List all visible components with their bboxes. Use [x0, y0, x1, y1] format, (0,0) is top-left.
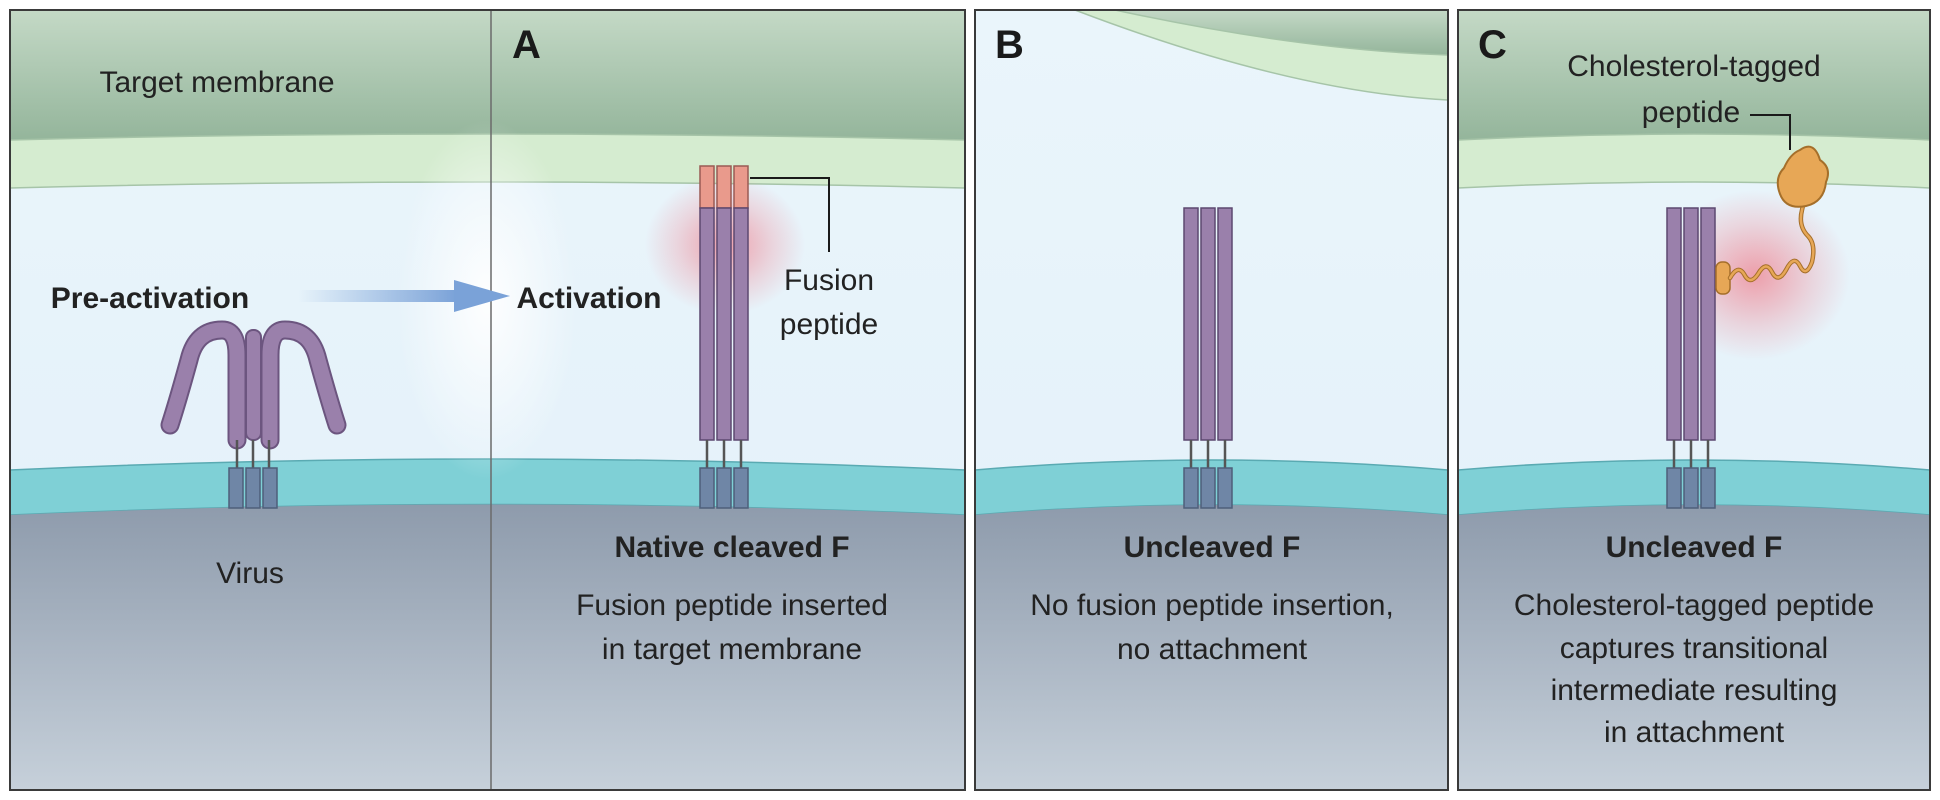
panel-c: C Cholesterol-tagged peptide Uncleaved F…: [1458, 10, 1930, 790]
panel-pre-activation-and-a: Target membrane Pre-activation Virus A A…: [10, 10, 965, 790]
panel-c-border: [1457, 9, 1931, 791]
panel-b-caption-line1: No fusion peptide insertion,: [1030, 589, 1394, 622]
activation-arrow: [298, 280, 510, 312]
panel-b: B Uncleaved F No fusion peptide insertio…: [975, 10, 1448, 790]
uncleaved-f-protein-c: [1666, 207, 1716, 509]
cholesterol-tagged-peptide: [1715, 145, 1829, 295]
target-membrane: [1458, 10, 1930, 140]
target-membrane: [1115, 10, 1448, 55]
fusion-peptide-label-line2: peptide: [780, 308, 878, 341]
target-membrane-band: [1458, 133, 1930, 189]
virus-body: [975, 505, 1448, 790]
fusion-peptide-leader: [750, 177, 830, 252]
panel-b-title: Uncleaved F: [1124, 531, 1301, 564]
panel-b-border: [974, 9, 1449, 791]
pre-activation-label: Pre-activation: [51, 282, 249, 315]
panel-a-caption-line1: Fusion peptide inserted: [576, 589, 888, 622]
panel-a-title: Native cleaved F: [614, 531, 849, 564]
tag-label-line1: Cholesterol-tagged: [1567, 50, 1821, 83]
uncleaved-f-protein-b: [1183, 207, 1233, 509]
panel-c-letter: C: [1478, 23, 1507, 67]
target-membrane-label: Target membrane: [99, 66, 334, 99]
panel-a-letter: A: [512, 23, 541, 67]
target-membrane: [10, 10, 965, 140]
tag-label-line2: peptide: [1642, 96, 1740, 129]
panel-b-letter: B: [995, 23, 1024, 67]
panel-left-border: [9, 9, 966, 791]
panel-c-caption-line2: captures transitional: [1560, 632, 1828, 665]
activation-label: Activation: [516, 282, 661, 315]
pre-activation-protein: [160, 320, 347, 509]
virus-label: Virus: [216, 557, 284, 590]
panel-a-caption-line2: in target membrane: [602, 633, 862, 666]
tag-leader: [1750, 114, 1791, 150]
virus-body: [1458, 505, 1930, 790]
panel-c-title: Uncleaved F: [1606, 531, 1783, 564]
panel-c-caption-line1: Cholesterol-tagged peptide: [1514, 589, 1874, 622]
panel-b-caption-line2: no attachment: [1117, 633, 1308, 666]
panel-c-caption-line3: intermediate resulting: [1551, 674, 1838, 707]
virus-body: [10, 504, 965, 790]
fusion-peptide-label-line1: Fusion: [784, 264, 874, 297]
cleaved-f-protein: [699, 165, 749, 509]
panel-c-caption-line4: in attachment: [1604, 716, 1785, 749]
